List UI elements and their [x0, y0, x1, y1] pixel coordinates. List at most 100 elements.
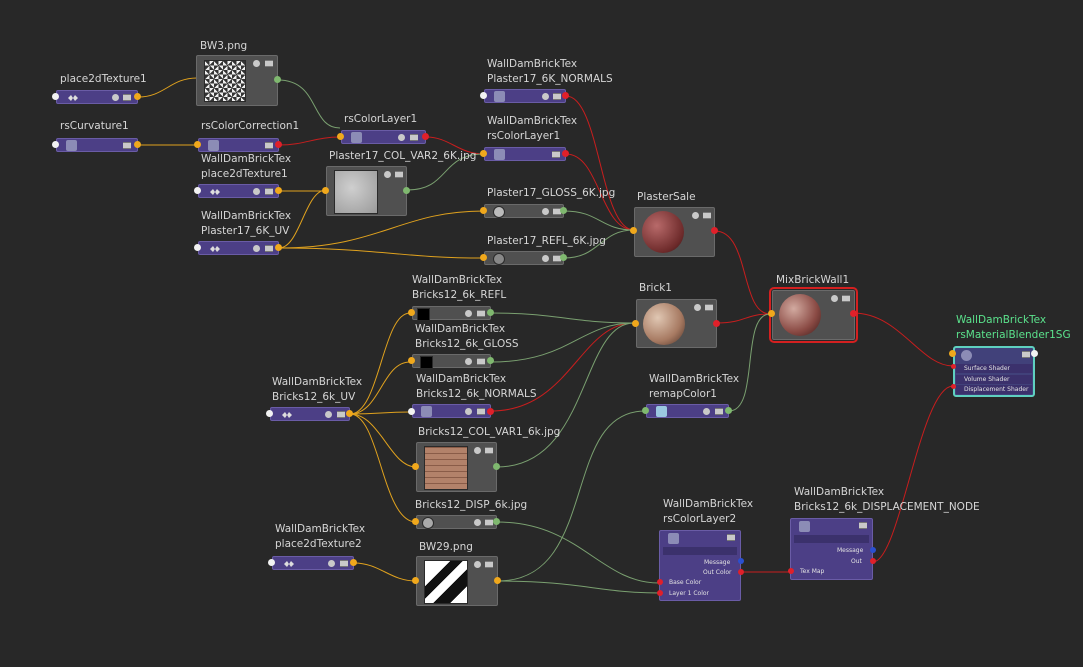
swatch-toggle-icon[interactable] — [328, 560, 335, 567]
port-in-remap[interactable] — [642, 407, 649, 414]
port-in-bricksgloss[interactable] — [408, 357, 415, 364]
port-in-bricksnormals[interactable] — [408, 408, 415, 415]
swatch-toggle-icon[interactable] — [474, 447, 481, 454]
swatch-toggle-icon[interactable] — [542, 208, 549, 215]
node-mixbrick[interactable] — [769, 287, 858, 343]
attribute-list-icon[interactable] — [705, 304, 713, 311]
port-in-normals17[interactable] — [480, 92, 487, 99]
port-out-colvar2[interactable] — [403, 187, 410, 194]
node-place2d[interactable] — [56, 90, 138, 104]
attribute-list-icon[interactable] — [552, 151, 560, 158]
port-out-normals17[interactable] — [562, 92, 569, 99]
attribute-list-icon[interactable] — [859, 522, 867, 529]
port-out-bw3[interactable] — [274, 76, 281, 83]
attribute-list-icon[interactable] — [265, 142, 273, 149]
port-in-refl17[interactable] — [480, 254, 487, 261]
attribute-list-icon[interactable] — [553, 255, 561, 262]
port-in-wdplace2d[interactable] — [194, 187, 201, 194]
port-out-gloss17[interactable] — [560, 207, 567, 214]
port-tex-map-dispnode[interactable] — [788, 568, 794, 574]
port-in-rscl1[interactable] — [337, 133, 344, 140]
port-surface-shader[interactable] — [951, 364, 956, 369]
port-in-colvar2[interactable] — [322, 187, 329, 194]
attribute-list-icon[interactable] — [265, 245, 273, 252]
attribute-list-icon[interactable] — [1022, 351, 1030, 358]
node-rscc[interactable] — [198, 138, 279, 152]
node-rscl1[interactable] — [341, 130, 426, 144]
node-gloss17[interactable] — [484, 204, 564, 218]
port-out-bricksnormals[interactable] — [487, 408, 494, 415]
port-out-bw29[interactable] — [494, 577, 501, 584]
node-refl17[interactable] — [484, 251, 564, 265]
node-bw3[interactable] — [196, 55, 278, 106]
node-dispnode[interactable]: Message Out Tex Map — [790, 518, 873, 580]
port-in-wdrscl1[interactable] — [480, 150, 487, 157]
port-message-dispnode[interactable] — [870, 547, 876, 553]
port-out-rscc[interactable] — [275, 141, 282, 148]
port-out-wdrscl1[interactable] — [562, 150, 569, 157]
attribute-list-icon[interactable] — [265, 60, 273, 67]
port-in-bricksuv[interactable] — [266, 410, 273, 417]
attribute-list-icon[interactable] — [842, 295, 850, 302]
port-out-place2d[interactable] — [134, 93, 141, 100]
port-in-place2d2[interactable] — [268, 559, 275, 566]
swatch-toggle-icon[interactable] — [325, 411, 332, 418]
swatch-toggle-icon[interactable] — [465, 408, 472, 415]
port-out-dispnode[interactable] — [870, 558, 876, 564]
attribute-list-icon[interactable] — [340, 560, 348, 567]
port-layer1-color-rscl2[interactable] — [657, 590, 663, 596]
attribute-list-icon[interactable] — [410, 134, 418, 141]
node-rscl2[interactable]: Message Out Color Base Color Layer 1 Col… — [659, 530, 741, 601]
node-bricksrefl[interactable] — [412, 306, 491, 321]
attribute-list-icon[interactable] — [337, 411, 345, 418]
port-in-plastersale[interactable] — [630, 227, 637, 234]
swatch-toggle-icon[interactable] — [692, 212, 699, 219]
node-plasteruv[interactable] — [198, 241, 279, 255]
port-in-sg[interactable] — [949, 350, 956, 357]
attribute-list-icon[interactable] — [265, 188, 273, 195]
node-bw29[interactable] — [416, 556, 498, 606]
attribute-list-icon[interactable] — [485, 447, 493, 454]
port-in-brick1[interactable] — [632, 320, 639, 327]
swatch-toggle-icon[interactable] — [831, 295, 838, 302]
port-in-bricksrefl[interactable] — [408, 309, 415, 316]
port-out-bricksuv[interactable] — [346, 410, 353, 417]
node-wdplace2d[interactable] — [198, 184, 279, 198]
swatch-toggle-icon[interactable] — [694, 304, 701, 311]
port-displacement-shader[interactable] — [951, 384, 956, 389]
swatch-toggle-icon[interactable] — [465, 310, 472, 317]
attribute-list-icon[interactable] — [553, 208, 561, 215]
swatch-toggle-icon[interactable] — [703, 408, 710, 415]
swatch-toggle-icon[interactable] — [465, 358, 472, 365]
port-out-bricksrefl[interactable] — [487, 309, 494, 316]
port-message-rscl2[interactable] — [738, 558, 744, 564]
attribute-list-icon[interactable] — [123, 142, 131, 149]
port-out-refl17[interactable] — [560, 254, 567, 261]
port-in-gloss17[interactable] — [480, 207, 487, 214]
port-out-disp12[interactable] — [493, 518, 500, 525]
attribute-list-icon[interactable] — [477, 408, 485, 415]
swatch-toggle-icon[interactable] — [253, 188, 260, 195]
attribute-list-icon[interactable] — [715, 408, 723, 415]
port-out-brick1[interactable] — [713, 320, 720, 327]
swatch-toggle-icon[interactable] — [398, 134, 405, 141]
port-out-bricksgloss[interactable] — [487, 357, 494, 364]
port-in-colvar1[interactable] — [412, 463, 419, 470]
port-out-colvar1[interactable] — [493, 463, 500, 470]
attribute-list-icon[interactable] — [395, 171, 403, 178]
port-in-place2d[interactable] — [52, 93, 59, 100]
node-place2d2[interactable] — [272, 556, 354, 570]
attribute-list-icon[interactable] — [727, 534, 735, 541]
node-brick1[interactable] — [636, 299, 717, 348]
node-bricksgloss[interactable] — [412, 354, 491, 369]
attribute-list-icon[interactable] — [485, 519, 493, 526]
port-out-mixbrick[interactable] — [850, 310, 857, 317]
swatch-toggle-icon[interactable] — [253, 60, 260, 67]
port-out-wdplace2d[interactable] — [275, 187, 282, 194]
port-in-bw29[interactable] — [412, 577, 419, 584]
swatch-toggle-icon[interactable] — [542, 93, 549, 100]
port-in-mixbrick[interactable] — [768, 310, 775, 317]
node-sg[interactable]: Surface Shader Volume Shader Displacemen… — [953, 346, 1035, 397]
node-colvar2[interactable] — [326, 166, 407, 216]
port-in-plasteruv[interactable] — [194, 244, 201, 251]
